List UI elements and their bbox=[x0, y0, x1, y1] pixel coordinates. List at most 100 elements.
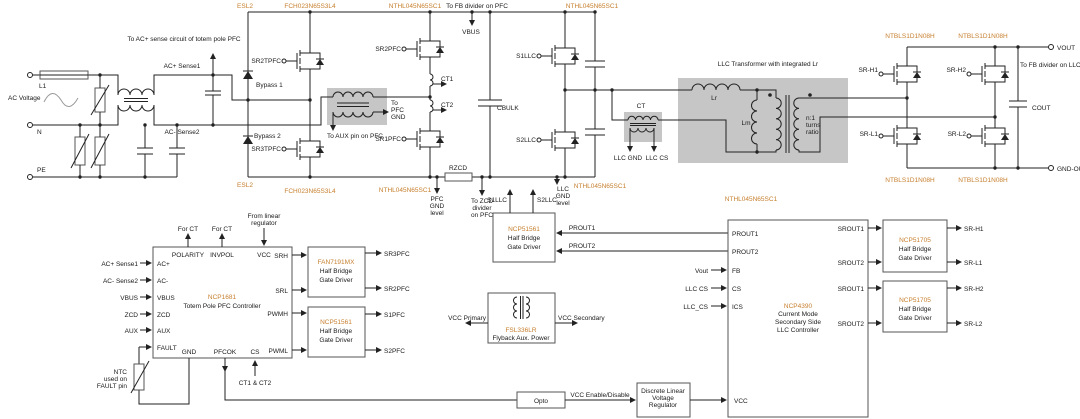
llc-gnd-level: LLC bbox=[557, 186, 569, 193]
sense-note: To AC+ sense circuit of totem pole PFC bbox=[127, 36, 241, 43]
for-ct-label: For CT bbox=[178, 226, 198, 233]
signal-label: SR3PFC bbox=[384, 251, 410, 258]
y-caps bbox=[137, 125, 185, 177]
power-stage-labels: ESL2 FCH023N65S3L4 NTHL045N65SC1 NTHL045… bbox=[237, 3, 821, 219]
line-terminal bbox=[27, 72, 33, 78]
gate-label: SR2PFC bbox=[375, 46, 401, 53]
pin-label: GND bbox=[182, 349, 197, 356]
opto-label: Opto bbox=[534, 398, 548, 405]
llc-gnd-level: level bbox=[556, 200, 570, 207]
for-ct-label: For CT bbox=[212, 226, 232, 233]
part-label: FCH023N65S3L4 bbox=[284, 3, 336, 10]
pin-label: VCC bbox=[734, 398, 748, 405]
sr-driver1-box bbox=[882, 219, 948, 273]
return-wire bbox=[678, 119, 757, 153]
neutral-label: N bbox=[37, 129, 42, 136]
part-label: NTHL045N65SC1 bbox=[566, 3, 619, 10]
sr-legs bbox=[906, 47, 996, 168]
driver-line: Half Bridge bbox=[899, 306, 932, 313]
signal-label: VBUS bbox=[120, 295, 138, 302]
flyback-box bbox=[487, 292, 556, 344]
llc-cs-label: LLC CS bbox=[646, 155, 669, 162]
mosfet-sr-l2 bbox=[966, 119, 1010, 155]
varistor-icon bbox=[90, 133, 110, 169]
pin-label: SRH bbox=[274, 253, 288, 260]
linreg-box bbox=[636, 382, 691, 418]
driver-line: Gate Driver bbox=[898, 315, 932, 322]
to-fb-pfc-label: To FB divider on PFC bbox=[446, 3, 508, 10]
part-label: NTHL045N65SC1 bbox=[389, 3, 442, 10]
vbus-label: VBUS bbox=[462, 29, 480, 36]
part-label: NTBLS1D1N08H bbox=[958, 177, 1008, 184]
sr-driver-part: NCP51705 bbox=[899, 237, 931, 244]
to-aux-label: To AUX pin on PFC bbox=[327, 133, 383, 140]
pfc-aux-winding bbox=[332, 102, 374, 118]
from-reg-label: From linear bbox=[248, 213, 282, 220]
lr-label: Lr bbox=[711, 95, 718, 102]
ncp51561-part: NCP51561 bbox=[320, 319, 352, 326]
part-label: NTHL045N65SC1 bbox=[574, 183, 627, 190]
pin-label: SROUT1 bbox=[838, 226, 865, 233]
linreg-line: Regulator bbox=[649, 402, 678, 409]
signal-label: SR2PFC bbox=[384, 286, 410, 293]
pin-label: CS bbox=[250, 349, 260, 356]
llc-gate-driver: NCP51561 Half Bridge Gate Driver S1LLC S… bbox=[487, 189, 728, 263]
gate-label: SR-L1 bbox=[860, 131, 879, 138]
cbulk-cap bbox=[478, 12, 502, 177]
varistor-icon bbox=[70, 133, 90, 169]
driver-line: Gate Driver bbox=[898, 255, 932, 262]
ac-input-section: To AC+ sense circuit of totem pole PFC A… bbox=[8, 36, 333, 180]
signal-label: ZCD bbox=[125, 312, 139, 319]
turns-ratio: ratio bbox=[806, 129, 819, 136]
signal-label: SR-L1 bbox=[964, 260, 983, 267]
llc-xfmr-title: LLC Transformer with integrated Lr bbox=[718, 61, 819, 68]
pin-label: FAULT bbox=[157, 345, 177, 352]
gate-label: SR2TPFC bbox=[251, 58, 281, 65]
pin-label: AC+ bbox=[157, 261, 170, 268]
pin-label: PWMH bbox=[267, 311, 288, 318]
ac-plus-sense-label: AC+ Sense1 bbox=[164, 63, 201, 70]
pin-label: INVPOL bbox=[210, 252, 234, 259]
signal-label: AUX bbox=[125, 328, 139, 335]
pe-label: PE bbox=[37, 167, 46, 174]
signal-label: SR-H1 bbox=[964, 226, 984, 233]
driver-line: Gate Driver bbox=[507, 244, 541, 251]
part-label: ESL2 bbox=[237, 182, 253, 189]
gnd-out-label: GND-OUT bbox=[1057, 166, 1080, 173]
signal-label: S1PFC bbox=[384, 312, 405, 319]
signal-label: S1LLC bbox=[487, 197, 507, 204]
ncp1681-controller: NCP1681 Totem Pole PFC Controller AC+ AC… bbox=[97, 213, 517, 405]
driver-line: Half Bridge bbox=[508, 235, 541, 242]
pin-label: ZCD bbox=[157, 312, 171, 319]
to-zcd-label: divider bbox=[472, 205, 492, 212]
vout-label: VOUT bbox=[1057, 45, 1075, 52]
junction-dots bbox=[78, 10, 1020, 179]
gnd-out-terminal bbox=[1048, 165, 1054, 171]
primary-winding bbox=[775, 97, 782, 151]
phase-dot bbox=[768, 93, 772, 97]
to-pfc-gnd: PFC bbox=[391, 107, 404, 114]
mosfet-s1llc bbox=[536, 39, 580, 75]
pin-label: PFCOK bbox=[214, 349, 237, 356]
to-fb-llc-label: To FB divider on LLC bbox=[1020, 62, 1080, 69]
pin-label: ICS bbox=[732, 304, 744, 311]
llc-gnd-level: GND bbox=[556, 193, 571, 200]
signal-label: PROUT2 bbox=[569, 243, 596, 250]
ncp1681-box bbox=[152, 246, 293, 359]
vout-terminal bbox=[1048, 44, 1054, 50]
ac-voltage-label: AC Voltage bbox=[8, 95, 41, 102]
ct2-label: CT2 bbox=[441, 102, 454, 109]
turns-ratio: turns bbox=[806, 122, 821, 129]
ntc-note: used on bbox=[104, 376, 128, 383]
vcc-en-label: VCC Enable/Disable bbox=[570, 392, 630, 399]
pin-label: FB bbox=[732, 268, 740, 275]
part-label: NTHL045N65SC1 bbox=[725, 196, 778, 203]
flyback-aux: FSL336LR Flyback Aux. Power VCC Primary … bbox=[448, 292, 605, 344]
pfc-gnd-level: PFC bbox=[431, 196, 444, 203]
x-cap bbox=[205, 75, 221, 125]
flyback-part: FSL336LR bbox=[505, 327, 536, 334]
pfc-gate-drivers: FAN7191MX Half Bridge Gate Driver SR3PFC… bbox=[307, 246, 410, 358]
varistor-icon bbox=[90, 84, 110, 116]
part-label: ESL2 bbox=[237, 3, 253, 10]
